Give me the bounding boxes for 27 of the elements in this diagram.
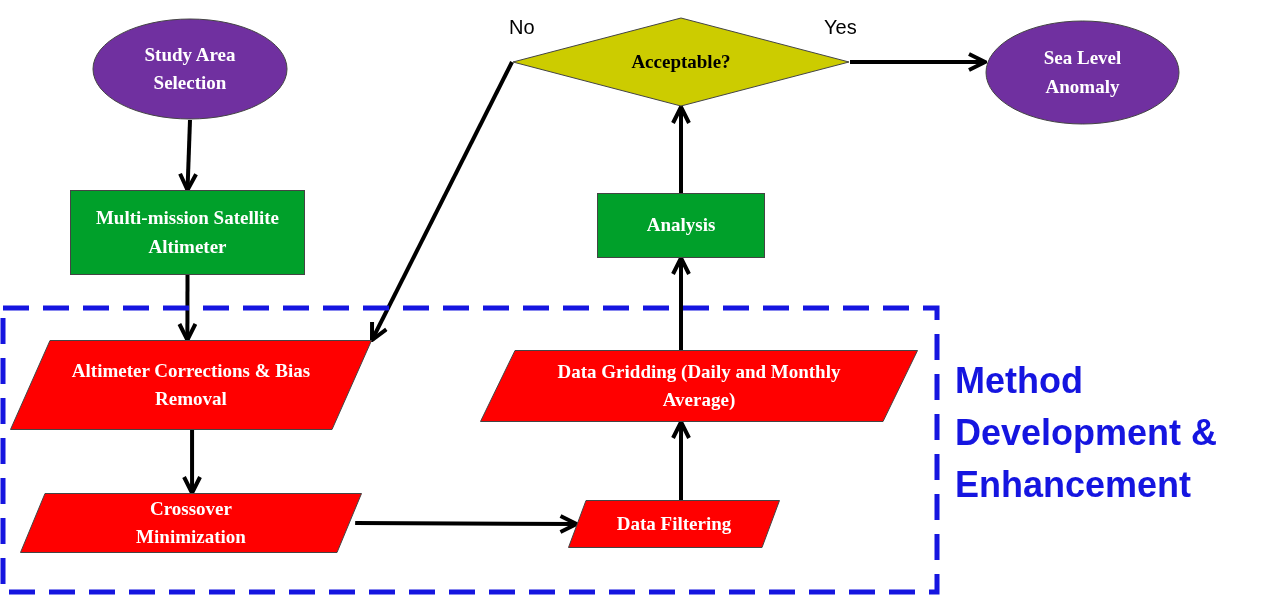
node-label: Altimeter Corrections & Bias Removal	[70, 358, 312, 411]
arrow	[182, 430, 203, 495]
data-parallelogram	[568, 500, 780, 548]
arrow	[355, 513, 579, 534]
arrow	[671, 256, 691, 350]
node-label: Analysis	[645, 213, 717, 238]
node-label: Data Filtering	[615, 511, 733, 536]
arrow	[177, 275, 198, 342]
node-label: Acceptable?	[630, 49, 732, 74]
group-label: Method Development & Enhancement	[955, 359, 1219, 508]
node-label: Crossover Minimization	[135, 496, 247, 549]
arrow	[178, 119, 199, 192]
start-ellipse	[92, 18, 288, 120]
end-ellipse	[985, 20, 1180, 125]
node-label: Multi-mission Satellite Altimeter	[94, 206, 281, 259]
arrow	[370, 61, 514, 342]
node-label: Sea Level Anomaly	[1042, 46, 1123, 99]
node-label: Data Gridding (Daily and Monthly Average)	[556, 359, 842, 412]
data-parallelogram	[480, 350, 918, 422]
data-parallelogram	[20, 493, 362, 553]
arrow	[671, 105, 691, 193]
data-parallelogram	[10, 340, 372, 430]
node-label: Study Area Selection	[143, 42, 237, 95]
arrow	[671, 420, 692, 500]
process-box	[70, 190, 305, 275]
arrow	[850, 52, 987, 72]
process-box	[597, 193, 765, 258]
